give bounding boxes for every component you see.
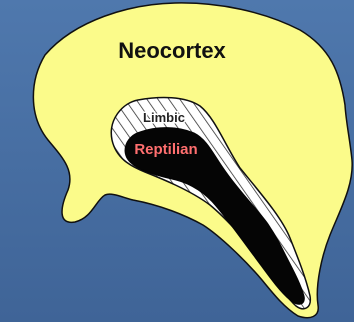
- neocortex-label: Neocortex: [118, 38, 226, 63]
- limbic-label: Limbic: [143, 110, 185, 125]
- reptilian-label: Reptilian: [134, 141, 197, 158]
